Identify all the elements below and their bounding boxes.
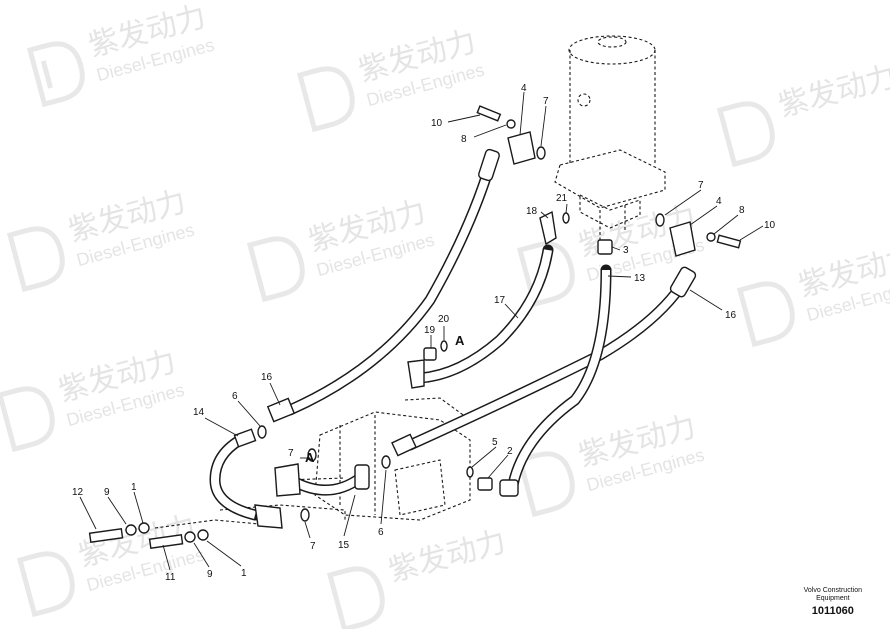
callout-2: 2: [507, 446, 513, 457]
bolt-10-upper: [476, 105, 502, 122]
callout-7-right: 7: [698, 180, 704, 191]
callout-9-lower: 9: [207, 569, 213, 580]
callout-20: 20: [438, 314, 450, 325]
callout-3: 3: [623, 245, 629, 256]
callout-19: 19: [424, 325, 436, 336]
section-marker-a-upper: A: [455, 333, 465, 348]
callout-10-right: 10: [764, 220, 776, 231]
callout-7-lower: 7: [288, 448, 294, 459]
leader-lines: [79, 91, 764, 571]
callout-13: 13: [634, 273, 646, 284]
callout-4-right: 4: [716, 196, 722, 207]
elbow-18: [539, 210, 557, 246]
callout-7-upper: 7: [543, 96, 549, 107]
flange-4-upper: [507, 131, 536, 165]
hose-14: [209, 428, 283, 529]
oring-6-left: [257, 425, 267, 439]
oring-6-right: [381, 455, 391, 469]
callout-7-bottom: 7: [310, 541, 316, 552]
callout-10-upper: 10: [431, 118, 443, 129]
callout-1-upper: 1: [131, 482, 137, 493]
callout-12: 12: [72, 487, 84, 498]
callout-16-left: 16: [261, 372, 273, 383]
washer-1-lower: [197, 529, 209, 541]
washer-9-upper: [125, 524, 137, 536]
oring-5: [466, 466, 474, 478]
callout-labels: 10 8 4 7 7 4 8 10 18 21 3 13 16 17 19 20…: [72, 83, 776, 583]
bolt-11: [148, 534, 184, 549]
fittings: [88, 105, 742, 549]
callout-1-lower: 1: [241, 568, 247, 579]
hose-13: [499, 264, 612, 497]
callout-5: 5: [492, 437, 498, 448]
adapter-2: [477, 477, 493, 491]
flange-4-right: [669, 221, 696, 257]
bolt-10-right: [716, 234, 742, 249]
callout-15: 15: [338, 540, 350, 551]
washer-8-upper: [506, 119, 516, 129]
callout-4-upper: 4: [521, 83, 527, 94]
callout-8-upper: 8: [461, 134, 467, 145]
callout-9-upper: 9: [104, 487, 110, 498]
washer-9-lower: [184, 531, 196, 543]
callout-14: 14: [193, 407, 205, 418]
oring-21: [562, 212, 570, 224]
hose-16-upper: [266, 148, 500, 423]
caption-doc-number: 1011060: [811, 605, 854, 617]
section-marker-a-lower: A: [305, 450, 315, 465]
adapter-19: [423, 347, 437, 361]
oring-7-upper: [536, 146, 546, 160]
washer-8-right: [706, 232, 716, 242]
bolt-12: [88, 528, 124, 543]
oring-7-bottom: [300, 508, 310, 522]
callout-18: 18: [526, 206, 538, 217]
watermark-cn: 紫发动力: [385, 525, 509, 588]
adapter-3: [597, 239, 613, 255]
callout-6-right: 6: [378, 527, 384, 538]
caption-equipment: Equipment: [816, 595, 850, 602]
filter-housing: [554, 35, 666, 240]
oring-7-right: [655, 213, 665, 227]
callout-8-right: 8: [739, 205, 745, 216]
callout-11: 11: [165, 572, 176, 583]
callout-6-left: 6: [232, 391, 238, 402]
washer-1-upper: [138, 522, 150, 534]
hose-17: [407, 244, 554, 389]
caption-company: Volvo Construction: [803, 587, 862, 594]
watermark-cn: 紫发动力: [775, 60, 890, 123]
oring-20: [440, 340, 448, 352]
document-caption: Volvo Construction Equipment 1011060: [804, 587, 862, 617]
hose-15: [274, 463, 370, 497]
callout-21: 21: [556, 193, 568, 204]
callout-17: 17: [494, 295, 506, 306]
callout-16-right: 16: [725, 310, 737, 321]
pump-body: [154, 397, 471, 529]
